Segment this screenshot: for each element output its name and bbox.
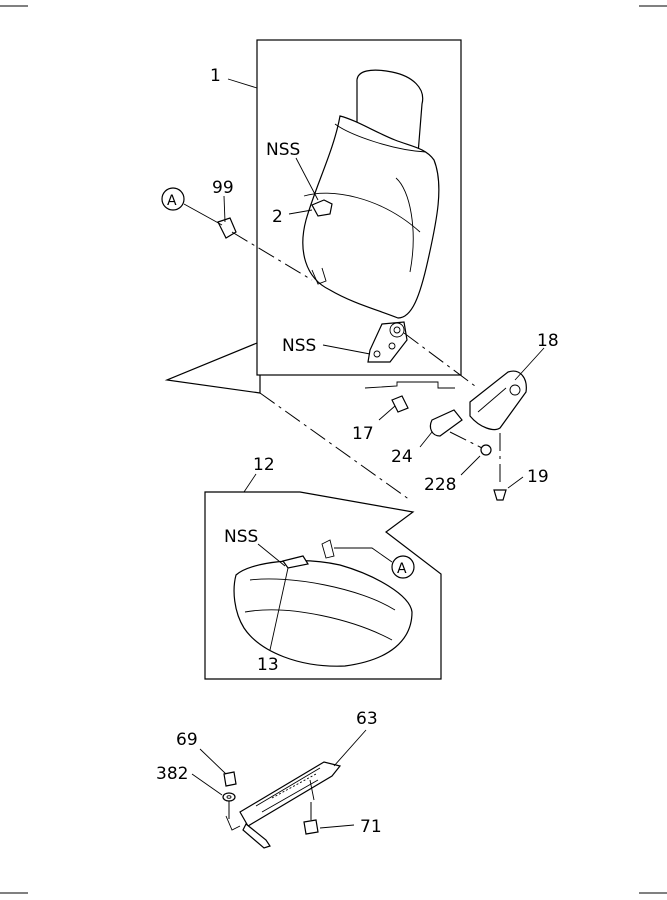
label-part-2: 2 (272, 207, 283, 227)
label-part-382: 382 (156, 764, 188, 784)
seat-rail-63 (225, 761, 342, 849)
washer-382 (222, 792, 236, 824)
label-part-71: 71 (360, 817, 382, 837)
ref-circle-a-top (161, 187, 223, 226)
label-ref-a-top: A (167, 193, 177, 209)
label-part-18: 18 (537, 331, 559, 351)
bolt-71 (303, 802, 319, 835)
label-part-17: 17 (352, 424, 374, 444)
label-ref-a-cushion: A (397, 561, 407, 577)
label-part-228: 228 (424, 475, 456, 495)
leader-lines (191, 78, 545, 829)
label-nss-back: NSS (266, 140, 300, 160)
label-part-69: 69 (176, 730, 198, 750)
label-part-1: 1 (210, 66, 221, 86)
screw-19 (493, 433, 507, 501)
seat-back-group (164, 39, 462, 394)
screw-228 (449, 431, 492, 456)
hinge-bracket (367, 321, 408, 363)
cover-24 (429, 409, 463, 437)
seat-back (302, 69, 440, 319)
label-part-63: 63 (356, 709, 378, 729)
label-part-12: 12 (253, 455, 275, 475)
bolt-17 (364, 381, 455, 413)
nut-69 (223, 771, 237, 787)
label-nss-hinge: NSS (282, 336, 316, 356)
label-nss-cushion: NSS (224, 527, 258, 547)
crop-marks (0, 5, 667, 894)
bolt-99 (217, 217, 313, 281)
label-part-24: 24 (391, 447, 413, 467)
bracket-18 (403, 332, 527, 431)
label-part-19: 19 (527, 467, 549, 487)
cushion-group (204, 491, 442, 680)
label-part-99: 99 (212, 178, 234, 198)
label-part-13: 13 (257, 655, 279, 675)
seat-cushion (233, 539, 413, 667)
ref-circle-a-cushion (391, 555, 415, 579)
center-line (259, 392, 411, 501)
